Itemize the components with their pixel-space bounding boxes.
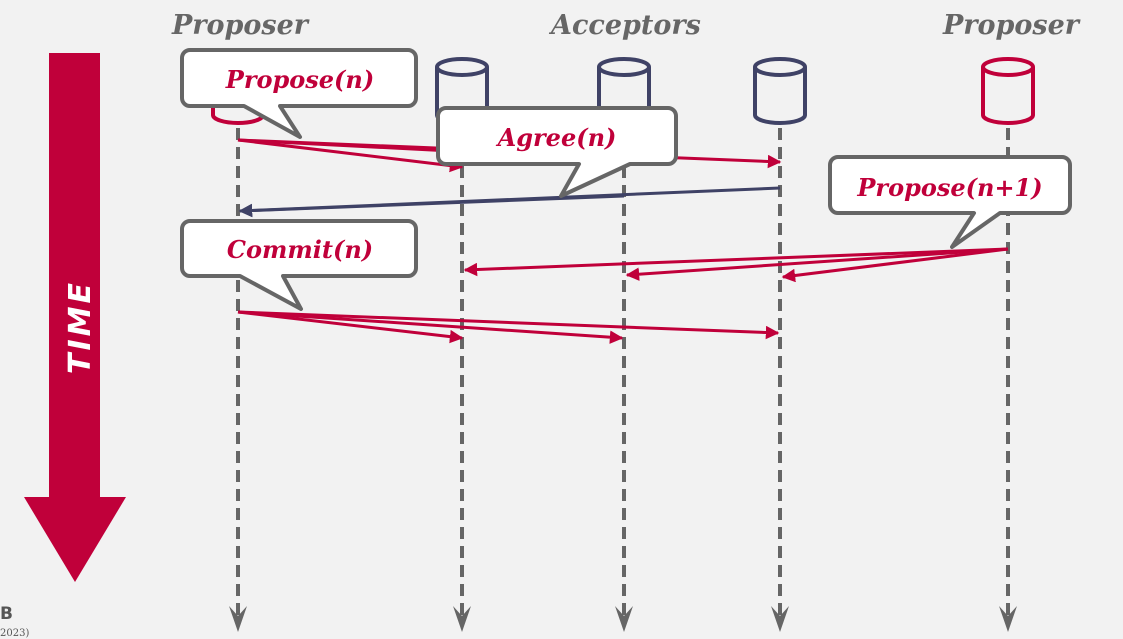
arrow-commit-n-acceptor-2: [237, 310, 624, 344]
lifeline-arrowhead-acceptor-1: [453, 606, 471, 632]
arrow-propose-n1-acceptor-2: [625, 247, 1009, 281]
database-icon-top: [597, 57, 651, 77]
arrow-commit-n-acceptor-3: [237, 310, 780, 340]
label-acceptors: Acceptors: [551, 10, 701, 41]
bubble-text-propose-n1: Propose(n+1): [856, 173, 1042, 202]
bubble-text-agree-n: Agree(n): [496, 123, 617, 152]
time-arrow: TIME: [24, 53, 126, 582]
database-icon: [981, 57, 1035, 125]
lifeline-arrowhead-acceptor-3: [771, 606, 789, 632]
arrow-propose-n-acceptor-1: [237, 138, 464, 173]
database-icon: [753, 57, 807, 125]
message-arrows: [237, 138, 1009, 344]
bubble-propose-n: Propose(n): [180, 48, 418, 139]
arrow-agree-n-acceptor-2: [238, 194, 625, 218]
lifeline-arrowhead-proposer-1: [229, 606, 247, 632]
arrow-propose-n1-acceptor-3: [781, 247, 1009, 283]
arrow-propose-n1-acceptor-1: [463, 247, 1009, 277]
database-icon-top: [981, 57, 1035, 77]
database-icon-top: [753, 57, 807, 77]
bubble-agree-n: Agree(n): [436, 106, 678, 198]
lifeline-arrowhead-proposer-2: [999, 606, 1017, 632]
bubble-text-propose-n: Propose(n): [225, 65, 374, 94]
lifeline-arrowhead-acceptor-2: [615, 606, 633, 632]
database-icon-segment: [753, 99, 807, 125]
label-right-proposer: Proposer: [943, 10, 1080, 41]
database-icon-segment: [981, 99, 1035, 125]
database-icon-top: [435, 57, 489, 77]
label-left-proposer: Proposer: [172, 10, 309, 41]
footer-logo-fragment: B: [0, 604, 13, 624]
arrow-commit-n-acceptor-1: [237, 310, 464, 344]
bubble-text-commit-n: Commit(n): [227, 235, 373, 264]
footer-year-fragment: 2023): [0, 628, 30, 639]
bubble-commit-n: Commit(n): [180, 219, 418, 311]
time-label: TIME: [63, 280, 98, 374]
bubble-propose-n1: Propose(n+1): [828, 155, 1072, 249]
